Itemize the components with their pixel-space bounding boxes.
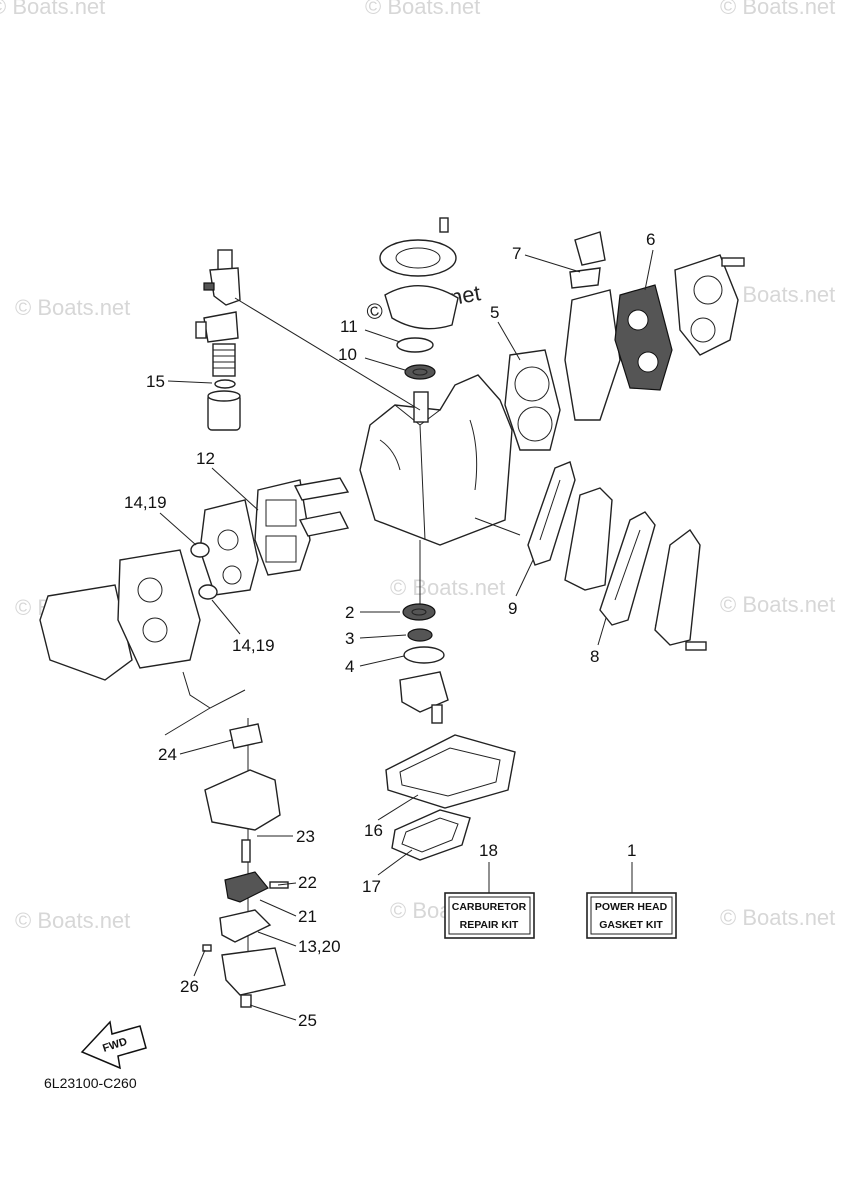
kit-ref-number: 1 [627, 841, 636, 860]
kit-label-line1: POWER HEAD [595, 901, 668, 913]
callout-label: 14,19 [232, 636, 275, 655]
watermark: © Boats.net [720, 592, 835, 617]
callout-label: 22 [298, 873, 317, 892]
watermark: © Boats.net [720, 0, 835, 19]
watermark: © Boats.net [365, 0, 480, 19]
callout-label: 13,20 [298, 937, 341, 956]
top-cover-assembly [379, 217, 459, 380]
intake-reed-parts [199, 477, 350, 596]
watermark: © Boats.net [0, 0, 105, 19]
callout-label: 9 [508, 599, 517, 618]
fwd-arrow: FWD [80, 1020, 147, 1070]
callout-label: 7 [512, 244, 521, 263]
callout-label: 2 [345, 603, 354, 622]
callout-label: 10 [338, 345, 357, 364]
callout-label: 17 [362, 877, 381, 896]
fuel-pump-assembly [195, 249, 241, 431]
callout-label: 8 [590, 647, 599, 666]
callout-label: 15 [146, 372, 165, 391]
callout-label: 16 [364, 821, 383, 840]
kit-box-carburetor: 18 CARBURETOR REPAIR KIT [444, 841, 535, 939]
callout-label: 3 [345, 629, 354, 648]
watermark: © Boats.net [390, 575, 505, 600]
callout-label: 24 [158, 745, 177, 764]
callout-label: 5 [490, 303, 499, 322]
lower-bearing-parts [399, 603, 449, 724]
kit-box-power-head: 1 POWER HEAD GASKET KIT [586, 841, 677, 939]
watermark: © Boats.net [15, 908, 130, 933]
bottom-gaskets [385, 734, 516, 861]
watermark: © Boats.net [720, 905, 835, 930]
watermark: © Boats.net [15, 295, 130, 320]
callout-label: 14,19 [124, 493, 167, 512]
kit-label-line2: REPAIR KIT [460, 919, 519, 931]
watermark: © Boats.net [720, 282, 835, 307]
carburetor-assembly [164, 671, 289, 1008]
kit-ref-number: 18 [479, 841, 498, 860]
callout-label: 11 [340, 317, 358, 336]
callout-label: 12 [196, 449, 215, 468]
exhaust-cover-parts [527, 461, 707, 651]
kit-label-line1: CARBURETOR [452, 901, 527, 913]
callout-label: 23 [296, 827, 315, 846]
callout-label: 26 [180, 977, 199, 996]
callout-labels: 11 10 15 12 14,19 14,19 7 6 5 9 8 2 3 4 … [124, 230, 655, 1030]
kit-label-line2: GASKET KIT [599, 919, 663, 931]
callout-label: 25 [298, 1011, 317, 1030]
document-code: 6L23100-C260 [44, 1075, 137, 1091]
callout-label: 21 [298, 907, 317, 926]
silencer-manifold-parts [39, 542, 218, 681]
callout-label: 6 [646, 230, 655, 249]
callout-label: 4 [345, 657, 354, 676]
cylinder-head-parts [504, 231, 745, 451]
crankcase-block [359, 374, 513, 546]
